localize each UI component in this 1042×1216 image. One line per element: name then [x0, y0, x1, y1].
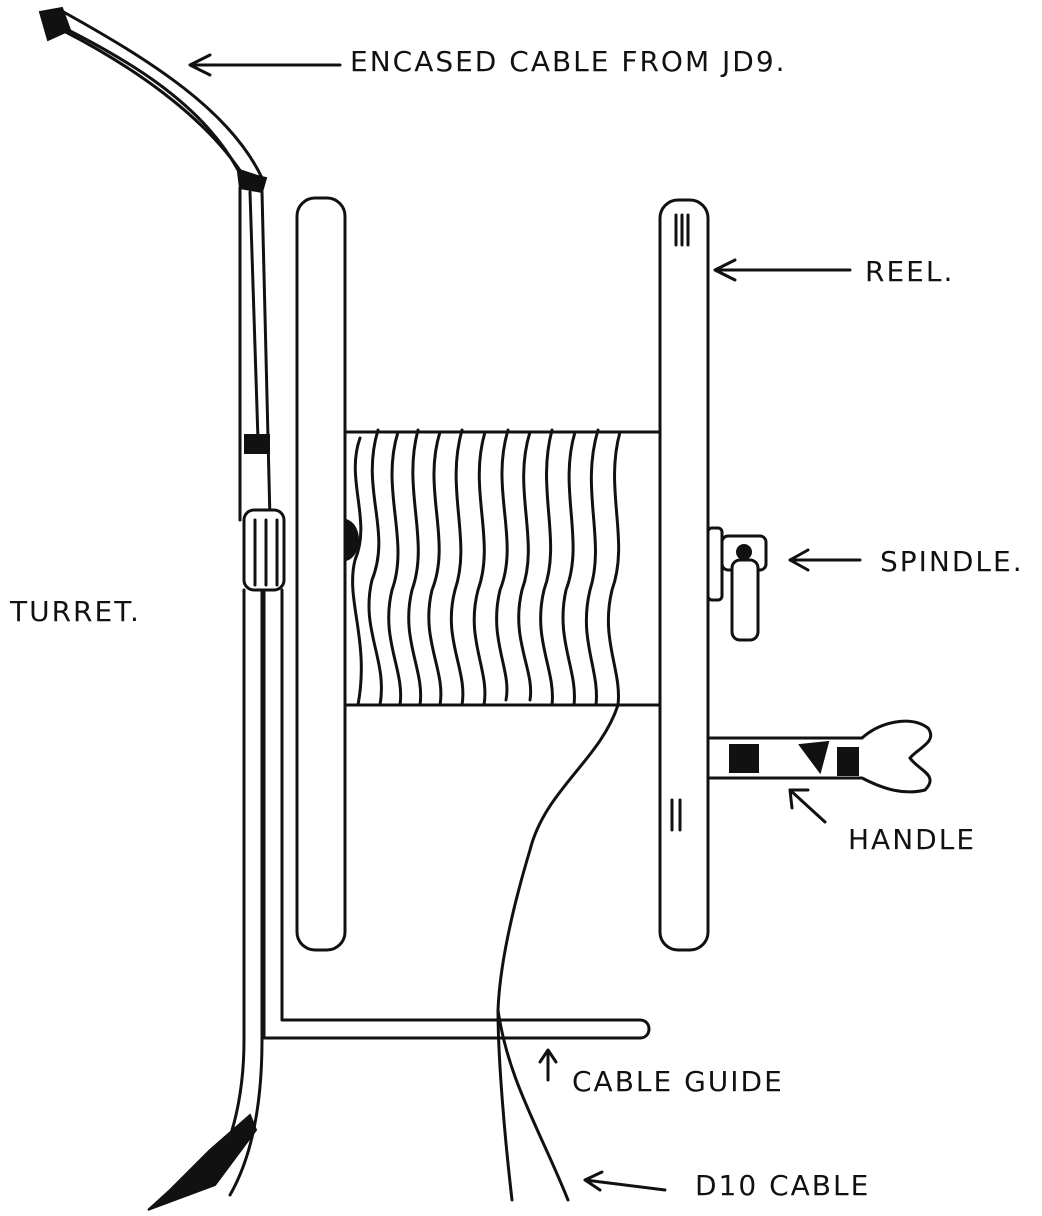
- label-d10-cable: D10 CABLE: [695, 1169, 871, 1202]
- d10-cable: [496, 703, 620, 1202]
- arrow-encased-cable: [188, 53, 342, 77]
- arrow-handle: [788, 788, 827, 824]
- reel-left-flange: [295, 196, 347, 952]
- arrow-spindle: [788, 548, 862, 572]
- cable-guide: [262, 588, 651, 1040]
- label-cable-guide: CABLE GUIDE: [572, 1065, 784, 1098]
- label-handle: HANDLE: [848, 823, 977, 856]
- reel-right-flange: [658, 198, 710, 952]
- label-turret: TURRET.: [10, 595, 141, 628]
- turret-pole: [147, 186, 286, 1211]
- arrow-cable-guide: [538, 1048, 558, 1082]
- arrow-reel: [713, 258, 852, 282]
- encased-cable: [38, 6, 268, 194]
- spindle: [706, 526, 768, 642]
- label-encased-cable: ENCASED CABLE FROM JD9.: [350, 45, 787, 78]
- reel-drum: [343, 428, 664, 707]
- label-reel: REEL.: [865, 255, 955, 288]
- handle: [706, 719, 933, 794]
- arrow-d10-cable: [583, 1170, 667, 1192]
- label-spindle: SPINDLE.: [880, 545, 1024, 578]
